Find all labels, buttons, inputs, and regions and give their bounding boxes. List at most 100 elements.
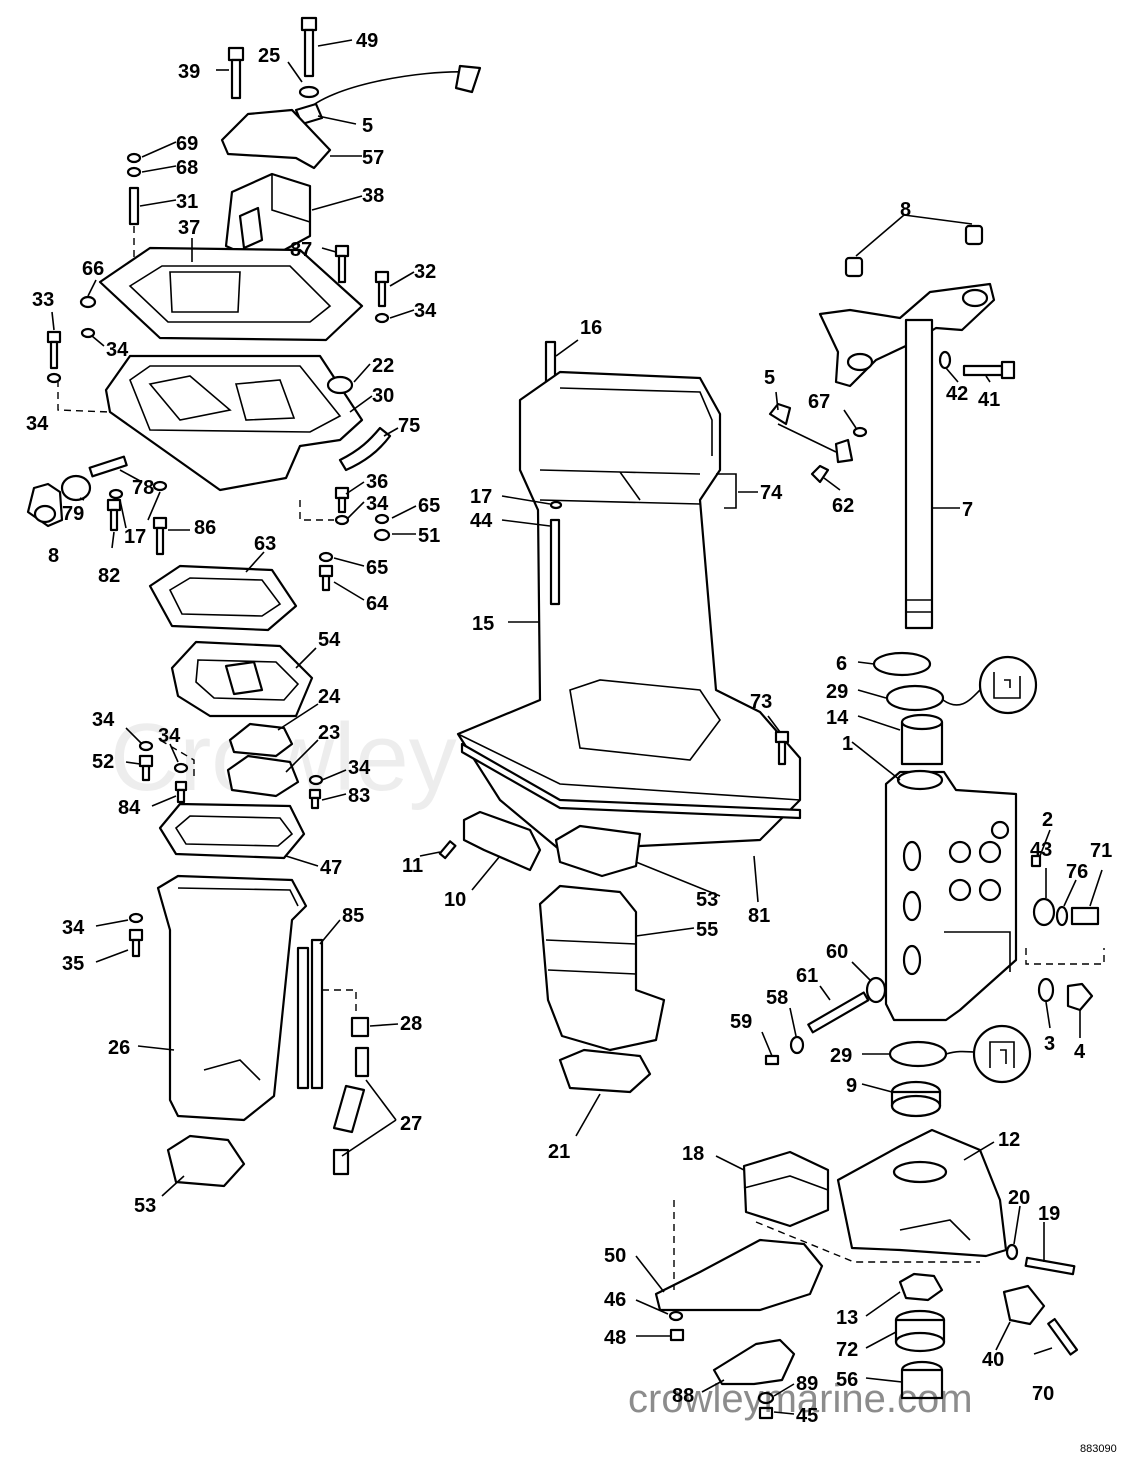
plate-23: [226, 754, 300, 798]
callout-41: 41: [978, 389, 1000, 411]
washer-58: [789, 1035, 805, 1055]
callout-88: 88: [672, 1385, 694, 1407]
callout-30: 30: [372, 385, 394, 407]
bolt-36: [334, 486, 350, 514]
callout-78: 78: [132, 477, 154, 499]
callout-84: 84: [118, 797, 141, 819]
screw-48: [669, 1328, 685, 1342]
washer-34-a: [138, 740, 154, 752]
exhaust-housing-54: [170, 640, 314, 718]
seal-53-left: [166, 1134, 246, 1188]
callout-54: 54: [318, 629, 341, 651]
callout-65-b: 65: [366, 557, 388, 579]
washer-34-c: [308, 774, 324, 786]
washer-46: [668, 1310, 684, 1322]
bolt-33: [46, 330, 62, 384]
bolt-84: [174, 780, 188, 804]
callout-8-right: 8: [900, 199, 911, 221]
callout-76: 76: [1066, 861, 1088, 883]
plug-43: [1032, 897, 1056, 927]
callout-2: 2: [1042, 809, 1053, 831]
callout-48: 48: [604, 1327, 626, 1349]
callout-7: 7: [962, 499, 973, 521]
callout-60: 60: [826, 941, 848, 963]
callout-15: 15: [472, 613, 494, 635]
bushing-14: [900, 713, 944, 766]
hose-27: [332, 1046, 370, 1176]
callout-17-center: 17: [470, 486, 492, 508]
bolt-41: [962, 360, 1016, 380]
drawing-code: 883090: [1080, 1443, 1117, 1455]
washer-65-lower: [318, 551, 334, 563]
center-parts-group: [438, 340, 868, 1094]
sleeve-56: [900, 1360, 944, 1400]
callout-38: 38: [362, 185, 384, 207]
washer-34-mid: [152, 480, 168, 492]
callout-28: 28: [400, 1013, 422, 1035]
callout-65-a: 65: [418, 495, 440, 517]
bolt-49: [300, 16, 318, 78]
callout-26: 26: [108, 1037, 130, 1059]
callout-3: 3: [1044, 1033, 1055, 1055]
driveshaft-housing-15: [456, 370, 802, 852]
callout-73: 73: [750, 691, 772, 713]
callout-13: 13: [836, 1307, 858, 1329]
cover-10: [462, 810, 542, 872]
callout-labels: 39 25 49 5 69 68 57 31 38 37 87 32 34 66…: [26, 30, 1112, 1427]
callout-14: 14: [826, 707, 849, 729]
callout-53-left: 53: [134, 1195, 156, 1217]
washer-67: [852, 426, 868, 438]
callout-58: 58: [766, 987, 788, 1009]
callout-24: 24: [318, 686, 341, 708]
callout-9: 9: [846, 1075, 857, 1097]
mount-72: [894, 1309, 946, 1353]
callout-29-upper: 29: [826, 681, 848, 703]
bolt-19: [1024, 1256, 1076, 1276]
swivel-bracket-1: [884, 769, 1018, 1022]
bearing-9: [890, 1080, 942, 1118]
callout-21: 21: [548, 1141, 570, 1163]
callout-39: 39: [178, 61, 200, 83]
callout-34-e: 34: [92, 709, 115, 731]
callout-67: 67: [808, 391, 830, 413]
nut-13: [898, 1272, 944, 1302]
watermark-footer: crowleymarine.com: [628, 1377, 973, 1421]
stud-31: [128, 186, 140, 226]
callout-74: 74: [760, 482, 783, 504]
exhaust-tube-26: [156, 874, 308, 1122]
oring-76: [1055, 905, 1069, 927]
callout-18: 18: [682, 1143, 704, 1165]
washer-34-upper: [80, 327, 96, 339]
callout-11: 11: [402, 855, 423, 877]
ground-wire-5: [294, 64, 482, 126]
callout-89: 89: [796, 1373, 818, 1395]
callout-50: 50: [604, 1245, 626, 1267]
callout-44: 44: [470, 510, 493, 532]
lubricant-symbol-lower: [972, 1024, 1032, 1084]
callout-62: 62: [832, 495, 854, 517]
callout-34-b: 34: [106, 339, 129, 361]
callout-81: 81: [748, 905, 770, 927]
callout-70: 70: [1032, 1383, 1054, 1405]
callout-69: 69: [176, 133, 198, 155]
washer-34-b: [173, 762, 189, 774]
callout-71: 71: [1090, 840, 1112, 862]
callout-34-d: 34: [366, 493, 389, 515]
bolt-45: [758, 1406, 774, 1420]
washer-69: [126, 152, 142, 164]
callout-19: 19: [1038, 1203, 1060, 1225]
callout-59: 59: [730, 1011, 752, 1033]
washer-17-left: [108, 488, 124, 500]
bracket-57: [220, 108, 332, 170]
washer-65-upper: [374, 513, 390, 525]
screw-2: [1030, 854, 1042, 868]
bolt-39: [227, 46, 245, 100]
washer-34-d: [128, 912, 144, 924]
callout-22: 22: [372, 355, 394, 377]
bolt-83: [308, 788, 322, 810]
grommet-62: [810, 464, 830, 484]
callout-47: 47: [320, 857, 342, 879]
bolt-52: [138, 754, 154, 782]
callout-34-a: 34: [414, 300, 437, 322]
grommet-8-left: [26, 482, 64, 528]
